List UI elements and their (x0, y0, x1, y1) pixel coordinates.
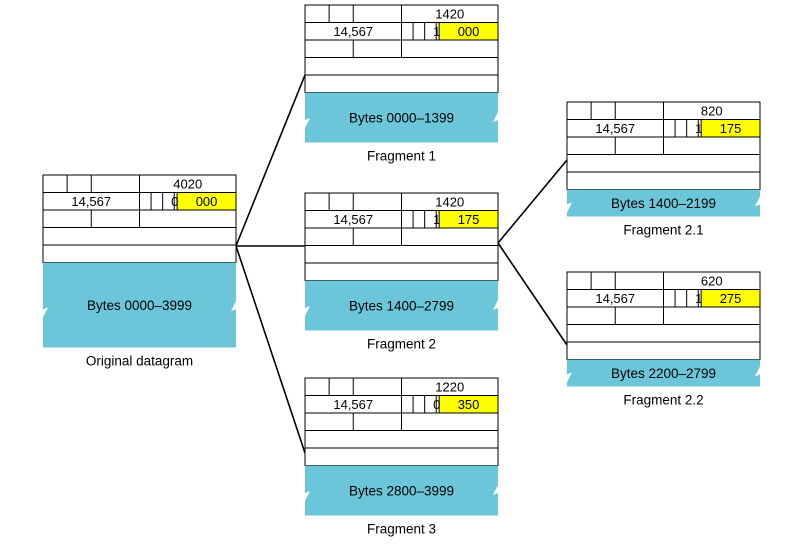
identification-value: 14,567 (333, 397, 373, 412)
total-length-value: 820 (701, 104, 723, 119)
identification-value: 14,567 (595, 291, 635, 306)
payload-label: Bytes 2800–3999 (349, 484, 454, 499)
offset-highlight (439, 396, 498, 413)
payload-block (305, 92, 498, 143)
payload-label: Bytes 1400–2799 (349, 299, 454, 314)
total-length-value: 1220 (435, 380, 464, 395)
offset-highlight (701, 290, 760, 307)
more-fragments-flag: 1 (695, 121, 702, 136)
payload-block (43, 262, 236, 348)
fragment-offset-value: 275 (720, 291, 742, 306)
more-fragments-flag: 1 (433, 212, 440, 227)
fragment-offset-value: 175 (458, 212, 480, 227)
datagram-caption: Fragment 2.1 (623, 223, 703, 238)
offset-highlight (439, 211, 498, 228)
total-length-value: 1420 (435, 7, 464, 22)
fragment-offset-value: 350 (458, 397, 480, 412)
offset-highlight (439, 23, 498, 40)
identification-value: 14,567 (71, 194, 111, 209)
more-fragments-flag: 0 (433, 397, 440, 412)
offset-highlight (177, 193, 236, 210)
payload-label: Bytes 1400–2199 (611, 196, 716, 211)
payload-block (305, 280, 498, 331)
fragment-link-line (497, 159, 568, 244)
payload-block (567, 359, 760, 387)
identification-value: 14,567 (333, 212, 373, 227)
total-length-value: 1420 (435, 195, 464, 210)
fragment-offset-value: 175 (720, 121, 742, 136)
offset-highlight (701, 120, 760, 137)
datagram-caption: Fragment 2.2 (623, 393, 703, 408)
payload-label: Bytes 2200–2799 (611, 366, 716, 381)
more-fragments-flag: 1 (433, 24, 440, 39)
payload-label: Bytes 0000–1399 (349, 111, 454, 126)
payload-block (305, 465, 498, 516)
datagram-caption: Original datagram (86, 354, 193, 369)
total-length-value: 620 (701, 274, 723, 289)
more-fragments-flag: 1 (695, 291, 702, 306)
identification-value: 14,567 (333, 24, 373, 39)
datagram-caption: Fragment 1 (367, 149, 436, 164)
total-length-value: 4020 (173, 177, 202, 192)
fragment-links (235, 74, 568, 454)
fragment-offset-value: 000 (196, 194, 218, 209)
datagram-caption: Fragment 2 (367, 337, 436, 352)
fragment-link-line (235, 245, 306, 454)
fragment-link-line (497, 242, 568, 346)
fragment-offset-value: 000 (458, 24, 480, 39)
identification-value: 14,567 (595, 121, 635, 136)
datagram-caption: Fragment 3 (367, 522, 436, 537)
payload-label: Bytes 0000–3999 (87, 298, 192, 313)
more-fragments-flag: 0 (171, 194, 178, 209)
payload-block (567, 189, 760, 217)
fragment-link-line (235, 74, 306, 247)
